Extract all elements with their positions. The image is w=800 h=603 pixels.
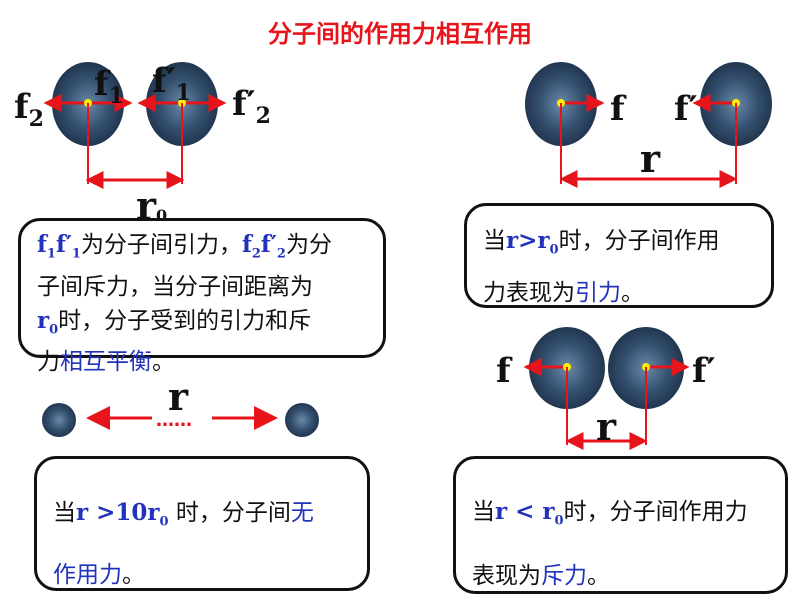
desc-box-equilibrium: f1f′1为分子间引力，f2f′2为分 子间斥力，当分子间距离为 r0时，分子受… — [18, 218, 386, 375]
label-r: r — [640, 136, 661, 181]
label-f1-prime: f′1 — [152, 61, 191, 106]
molecule-left — [42, 403, 76, 437]
desc-box-far: 当r >10r0 时，分子间无 作用力。 — [34, 456, 370, 591]
desc-box-repulsion: 当r < r0时，分子间作用力 表现为斥力。 — [453, 456, 788, 594]
panel-repulsion: f f′ r — [496, 327, 716, 450]
desc-box-attraction: 当r>r0时，分子间作用 力表现为引力。 — [464, 203, 774, 308]
label-f-prime: f′ — [674, 89, 698, 129]
label-r: r — [596, 404, 617, 449]
distance-ellipsis: …… — [156, 410, 192, 431]
panel-far: …… r — [42, 374, 319, 437]
label-f2: f2 — [14, 87, 44, 132]
panel-equilibrium: f2 f1 f′1 f′2 r0 — [14, 61, 271, 228]
label-f: f — [610, 89, 627, 129]
label-f1: f1 — [94, 64, 124, 109]
label-r: r — [168, 374, 189, 419]
label-r0: r0 — [136, 183, 167, 228]
label-f: f — [496, 351, 513, 391]
label-f2-prime: f′2 — [232, 84, 271, 129]
molecule-right — [285, 403, 319, 437]
page-title: 分子间的作用力相互作用 — [268, 20, 532, 48]
panel-attraction: f f′ r — [525, 62, 772, 188]
label-f-prime: f′ — [692, 351, 716, 391]
